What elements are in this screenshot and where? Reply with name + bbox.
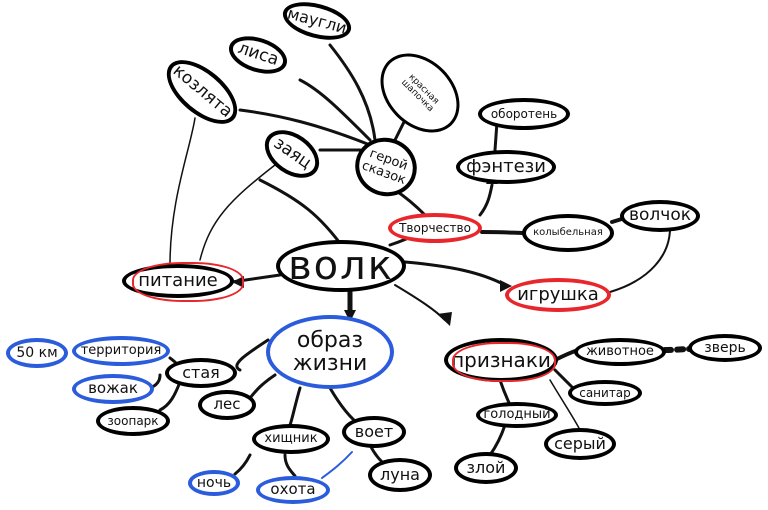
node-noch: ночь xyxy=(188,470,240,496)
node-label: зоопарк xyxy=(107,413,159,428)
node-les: лес xyxy=(198,390,256,420)
node-label: вожак xyxy=(88,379,138,398)
node-label: злой xyxy=(466,457,506,477)
node-ohota: охота xyxy=(256,476,330,504)
node-label: фэнтези xyxy=(466,155,546,177)
node-label: ночь xyxy=(196,474,232,491)
node-label: воет xyxy=(354,421,394,441)
node-label: стая xyxy=(182,362,220,382)
node-label: образ жизни xyxy=(292,327,368,376)
node-label: волчок xyxy=(629,205,691,226)
node-golodny: голодный xyxy=(476,402,558,428)
node-label: игрушка xyxy=(517,283,599,305)
node-vozhak: вожак xyxy=(72,374,154,404)
node-zver: зверь xyxy=(688,334,762,362)
node-zhivotnoe: животное xyxy=(574,338,666,366)
node-label: лиса xyxy=(235,38,282,71)
node-label: герой сказок xyxy=(359,146,410,188)
node-label: охота xyxy=(270,480,316,499)
node-oboroten: оборотень xyxy=(478,98,570,130)
node-label: серый xyxy=(554,433,606,453)
node-territoriya: территория xyxy=(72,336,170,366)
node-label: санитар xyxy=(579,385,631,400)
node-igrushka: игрушка xyxy=(505,278,611,312)
node-label: хищник xyxy=(264,431,318,447)
node-zoopark: зоопарк xyxy=(96,406,170,436)
node-kolybelnaya: колыбельная xyxy=(522,214,614,252)
node-label: оборотень xyxy=(490,106,558,121)
node-priznaki: признаки xyxy=(444,338,558,382)
node-label: колыбельная xyxy=(533,226,603,238)
node-zloy: злой xyxy=(454,452,518,484)
node-label: животное xyxy=(586,344,654,360)
node-tvorchestvo: Творчество xyxy=(388,213,482,243)
node-sery: серый xyxy=(544,428,616,460)
node-label: Творчество xyxy=(399,220,471,235)
node-volchok: волчок xyxy=(620,200,700,232)
center-node-volk: волк xyxy=(276,240,406,292)
node-label: лес xyxy=(213,395,241,414)
node-sanitar: санитар xyxy=(568,380,642,406)
node-fentezi: фэнтези xyxy=(456,150,556,184)
node-label: зверь xyxy=(704,339,746,356)
node-50-km: 50 км xyxy=(6,338,68,368)
node-luna: луна xyxy=(368,458,432,492)
node-label: 50 км xyxy=(16,344,58,361)
node-label: красная шапочка xyxy=(398,72,441,115)
node-label: заяц xyxy=(269,133,316,174)
node-label: голодный xyxy=(483,407,551,423)
node-pitanie: питание xyxy=(122,264,234,298)
node-label: признаки xyxy=(451,347,551,372)
node-hishnik: хищник xyxy=(252,424,330,454)
node-label: питание xyxy=(138,269,218,291)
node-obraz-zhizni: образ жизни xyxy=(266,315,394,389)
node-label: луна xyxy=(380,464,420,484)
node-voet: воет xyxy=(342,416,406,448)
center-label: волк xyxy=(288,243,394,289)
node-label: территория xyxy=(80,343,162,359)
node-staya: стая xyxy=(165,358,237,388)
